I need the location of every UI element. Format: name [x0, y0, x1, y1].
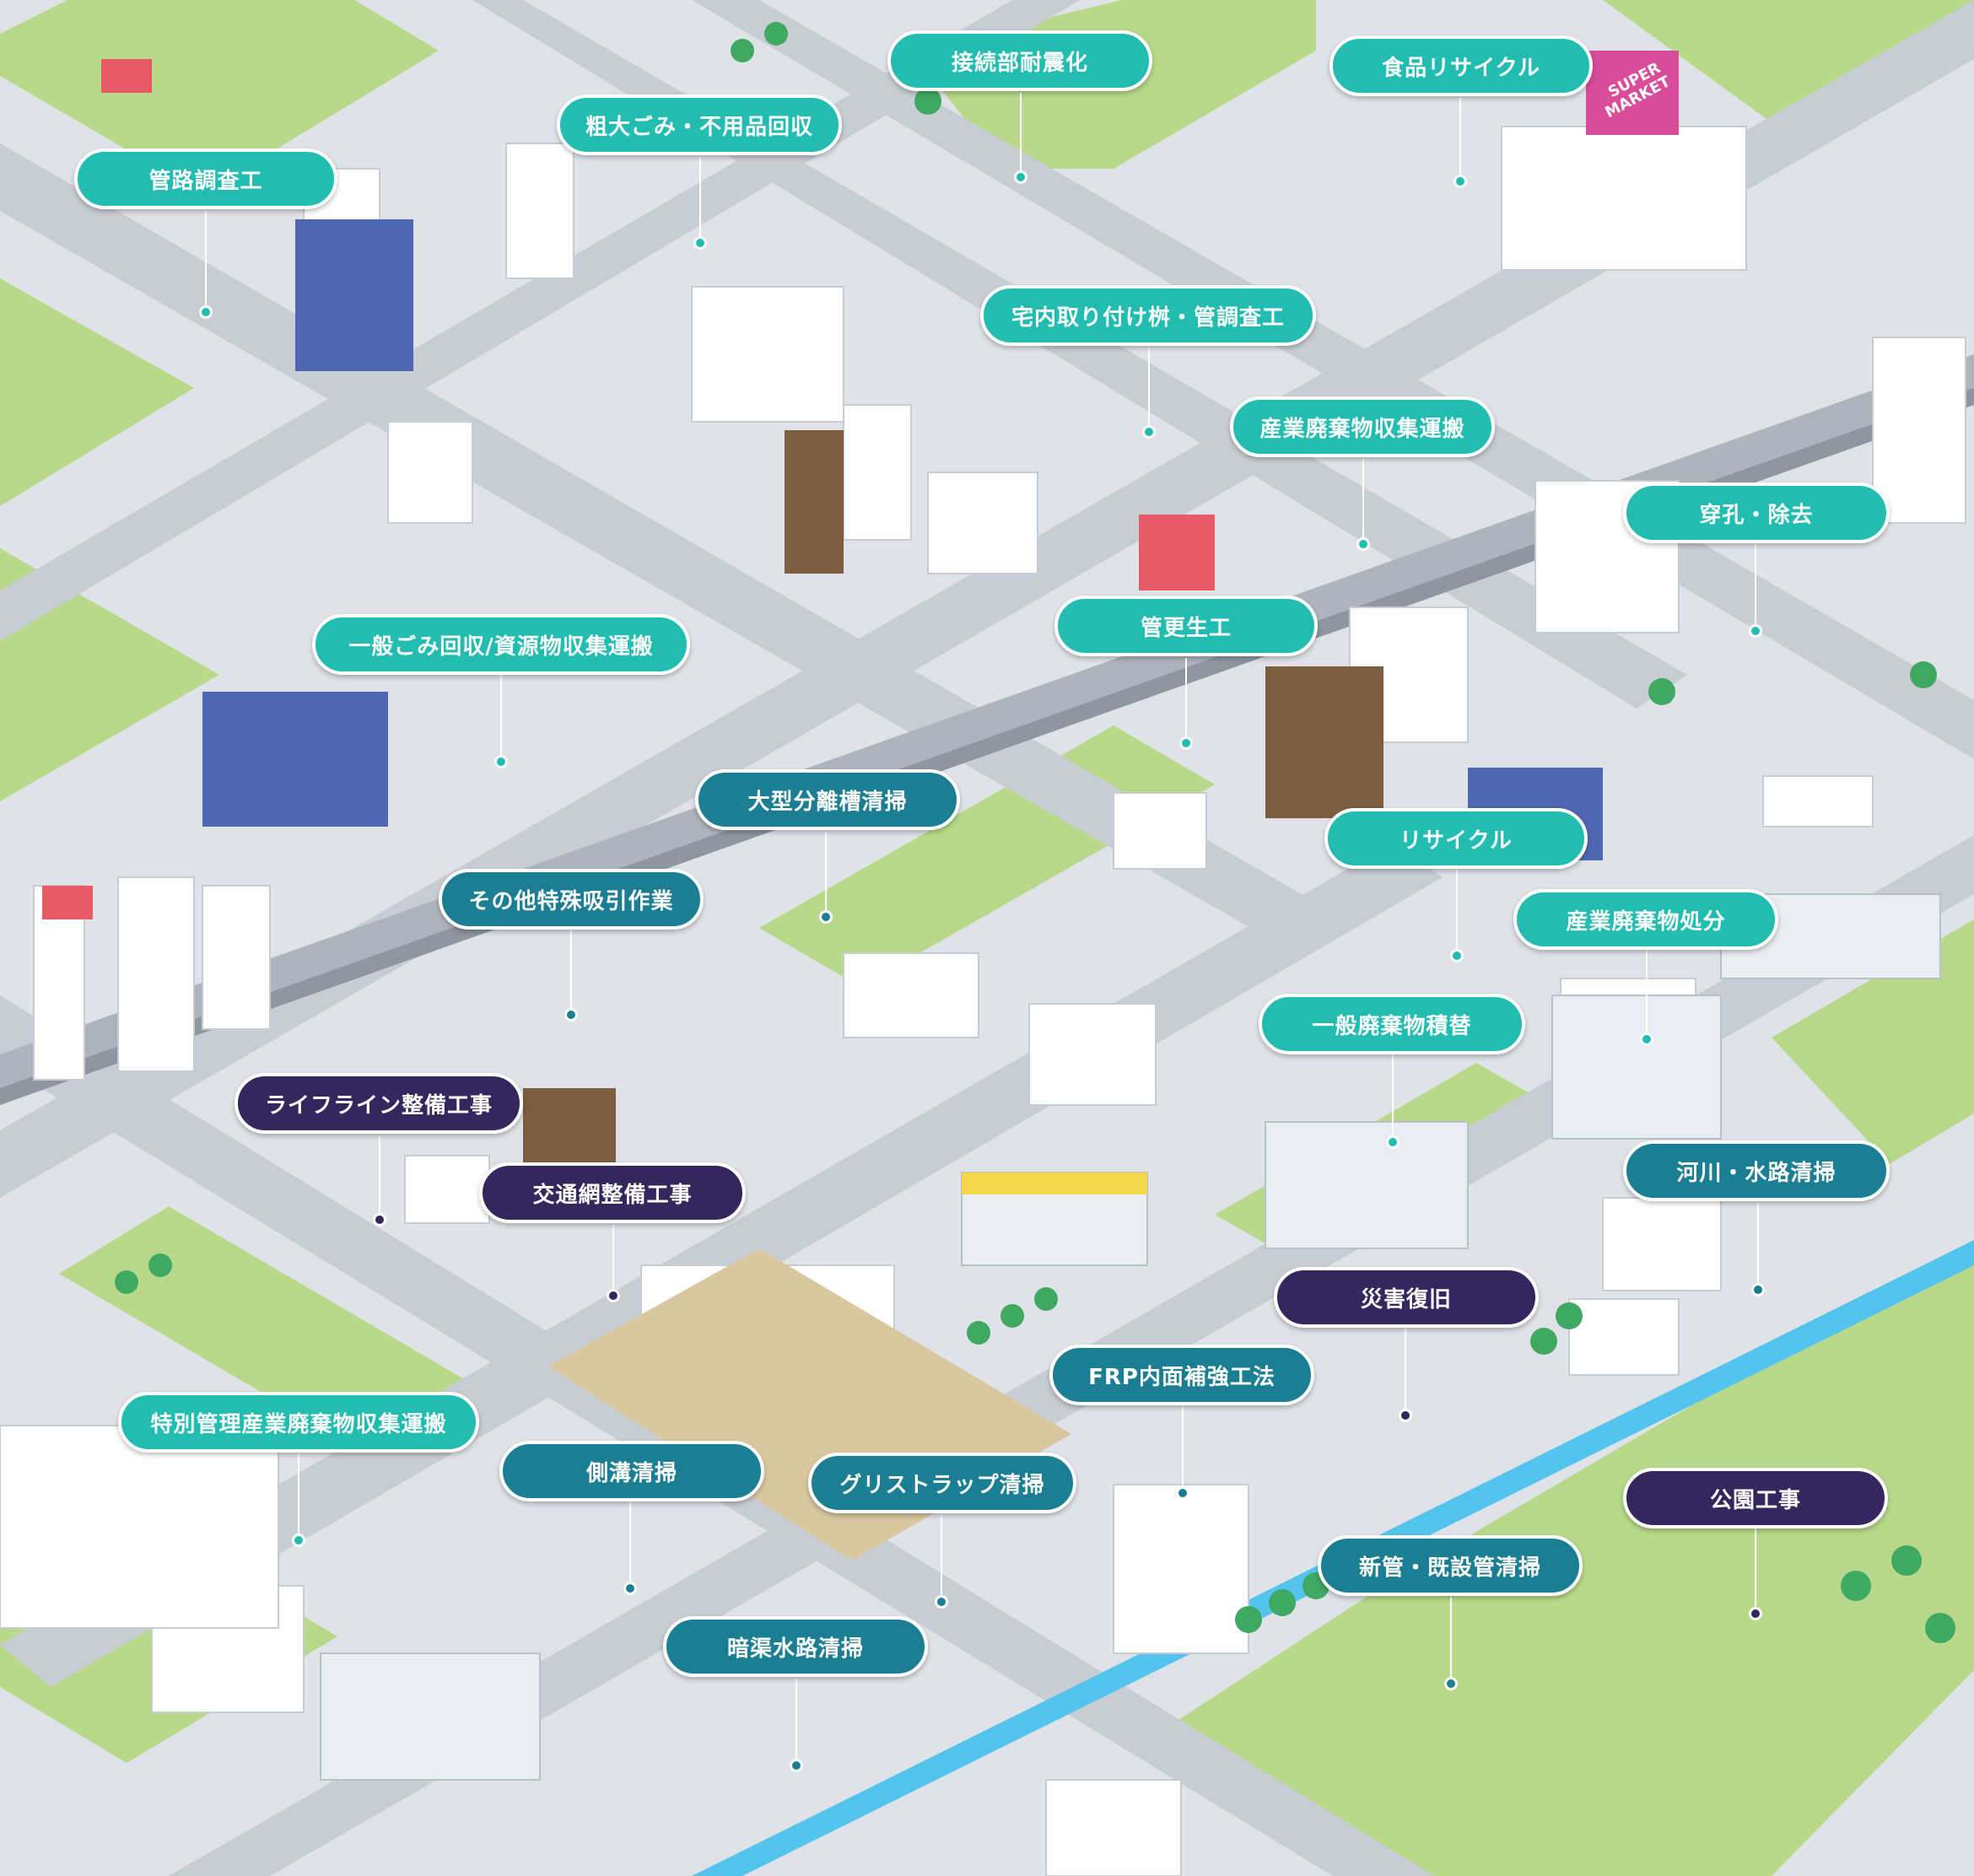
- label-shinkan-kisetsu[interactable]: 新管・既設管清掃: [1318, 1535, 1583, 1596]
- label-frp-naimen[interactable]: FRP内面補強工法: [1049, 1345, 1314, 1405]
- buildings: [0, 51, 1966, 1876]
- label-kasen-suiro[interactable]: 河川・水路清掃: [1623, 1140, 1890, 1201]
- label-ippan-gomi[interactable]: 一般ごみ回収/資源物収集運搬: [312, 614, 690, 675]
- leader-sodai-gomi: [699, 157, 701, 241]
- pin-koen-koji: [1749, 1607, 1762, 1620]
- pin-ogata-bunri: [819, 910, 833, 924]
- pin-sonota-kyuin: [564, 1008, 578, 1022]
- leader-lifeline: [379, 1135, 380, 1220]
- label-sangyo-shushu[interactable]: 産業廃棄物収集運搬: [1230, 396, 1495, 457]
- pin-ippan-gomi: [494, 755, 508, 768]
- pin-senko-jokyo: [1749, 624, 1762, 638]
- pin-takunai-masu: [1142, 425, 1156, 439]
- label-kan-kosei[interactable]: 管更生工: [1054, 596, 1318, 656]
- label-shokuhin-recycle[interactable]: 食品リサイクル: [1329, 35, 1593, 96]
- pin-sokko-seiso: [623, 1582, 637, 1595]
- leader-takunai-masu: [1148, 348, 1150, 432]
- label-tokubetsu-kanri[interactable]: 特別管理産業廃棄物収集運搬: [118, 1392, 479, 1453]
- pin-kasen-suiro: [1751, 1283, 1765, 1296]
- pin-saigai-fukkyu: [1399, 1409, 1412, 1422]
- pin-kan-kosei: [1179, 736, 1193, 750]
- pin-kotsumo: [607, 1289, 620, 1302]
- leader-kasen-suiro: [1757, 1203, 1759, 1287]
- leader-ippan-tsumikae: [1392, 1054, 1394, 1139]
- pin-setsuzoku-taishin: [1014, 170, 1027, 184]
- leader-kotsumo: [612, 1225, 614, 1296]
- pin-tokubetsu-kanri: [292, 1534, 305, 1547]
- label-ogata-bunri[interactable]: 大型分離槽清掃: [695, 769, 960, 830]
- pin-sangyo-shobun: [1640, 1032, 1653, 1046]
- pin-kanro-chosa: [199, 305, 213, 319]
- label-sonota-kyuin[interactable]: その他特殊吸引作業: [439, 869, 704, 930]
- leader-ippan-gomi: [500, 675, 502, 759]
- leader-senko-jokyo: [1755, 544, 1756, 628]
- leader-sangyo-shushu: [1362, 459, 1364, 543]
- leader-sonota-kyuin: [570, 925, 572, 1009]
- pin-sodai-gomi: [693, 236, 707, 250]
- label-takunai-masu[interactable]: 宅内取り付け桝・管調査工: [980, 285, 1316, 346]
- label-setsuzoku-taishin[interactable]: 接続部耐震化: [887, 30, 1152, 91]
- pin-lifeline: [373, 1213, 386, 1226]
- pin-sangyo-shushu: [1356, 537, 1370, 551]
- leader-kanro-chosa: [205, 211, 207, 312]
- label-koen-koji[interactable]: 公園工事: [1623, 1468, 1888, 1528]
- leader-grease-trap: [941, 1515, 942, 1599]
- leader-frp-naimen: [1182, 1406, 1184, 1491]
- leader-ogata-bunri: [825, 832, 827, 916]
- pin-shinkan-kisetsu: [1444, 1677, 1458, 1690]
- label-kotsumo[interactable]: 交通網整備工事: [479, 1162, 746, 1223]
- label-sodai-gomi[interactable]: 粗大ごみ・不用品回収: [557, 94, 842, 155]
- label-grease-trap[interactable]: グリストラップ清掃: [808, 1453, 1076, 1513]
- pin-ippan-tsumikae: [1386, 1135, 1400, 1149]
- leader-setsuzoku-taishin: [1020, 93, 1022, 177]
- pin-recycle: [1450, 949, 1464, 962]
- leader-sangyo-shobun: [1646, 950, 1648, 1034]
- leader-ankyo-suiro: [796, 1679, 797, 1763]
- label-ippan-tsumikae[interactable]: 一般廃棄物積替: [1259, 994, 1525, 1054]
- leader-sokko-seiso: [629, 1501, 631, 1586]
- leader-kan-kosei: [1185, 658, 1187, 742]
- label-senko-jokyo[interactable]: 穿孔・除去: [1623, 482, 1890, 543]
- label-sokko-seiso[interactable]: 側溝清掃: [499, 1441, 764, 1501]
- leader-saigai-fukkyu: [1405, 1329, 1406, 1413]
- pin-ankyo-suiro: [790, 1759, 803, 1772]
- label-saigai-fukkyu[interactable]: 災害復旧: [1274, 1267, 1539, 1328]
- pin-grease-trap: [935, 1595, 948, 1609]
- leader-tokubetsu-kanri: [298, 1453, 299, 1538]
- leader-shinkan-kisetsu: [1450, 1597, 1452, 1681]
- leader-koen-koji: [1755, 1527, 1756, 1611]
- label-sangyo-shobun[interactable]: 産業廃棄物処分: [1513, 889, 1778, 950]
- label-ankyo-suiro[interactable]: 暗渠水路清掃: [663, 1616, 928, 1677]
- pin-shokuhin-recycle: [1454, 175, 1467, 188]
- label-lifeline[interactable]: ライフライン整備工事: [235, 1073, 523, 1134]
- leader-shokuhin-recycle: [1459, 98, 1461, 182]
- leader-recycle: [1456, 869, 1458, 953]
- label-kanro-chosa[interactable]: 管路調査工: [74, 148, 337, 209]
- pin-frp-naimen: [1176, 1486, 1189, 1500]
- label-recycle[interactable]: リサイクル: [1324, 808, 1588, 869]
